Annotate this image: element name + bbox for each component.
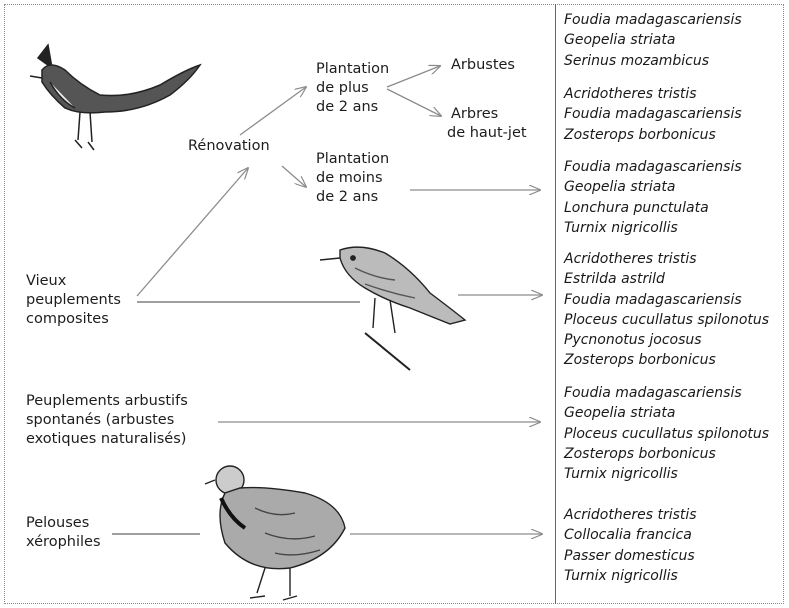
- species-name: Serinus mozambicus: [564, 51, 742, 71]
- species-name: Lonchura punctulata: [564, 198, 742, 218]
- species-name: Turnix nigricollis: [564, 218, 742, 238]
- species-name: Foudia madagascariensis: [564, 10, 742, 30]
- species-name: Ploceus cucullatus spilonotus: [564, 424, 769, 444]
- label-plantation-old: Plantation de plus de 2 ans: [316, 60, 389, 117]
- species-name: Zosterops borbonicus: [564, 125, 742, 145]
- species-name: Foudia madagascariensis: [564, 383, 769, 403]
- species-name: Turnix nigricollis: [564, 464, 769, 484]
- species-name: Collocalia francica: [564, 525, 697, 545]
- species-group-3: Foudia madagascariensis Geopelia striata…: [564, 157, 742, 238]
- species-group-2: Acridotheres tristis Foudia madagascarie…: [564, 84, 742, 145]
- species-group-6: Acridotheres tristis Collocalia francica…: [564, 505, 697, 586]
- species-name: Estrilda astrild: [564, 269, 769, 289]
- label-vieux-peuplements: Vieux peuplements composites: [26, 272, 121, 329]
- species-name: Acridotheres tristis: [564, 84, 742, 104]
- arrow-renovation-to-plantation-old: [240, 87, 306, 135]
- arrow-renovation-to-plantation-young: [282, 166, 306, 187]
- arrow-to-arbres: [387, 89, 441, 116]
- species-name: Pycnonotus jocosus: [564, 330, 769, 350]
- arrow-to-arbustes: [387, 66, 440, 87]
- species-group-4: Acridotheres tristis Estrilda astrild Fo…: [564, 249, 769, 371]
- species-name: Foudia madagascariensis: [564, 157, 742, 177]
- species-group-1: Foudia madagascariensis Geopelia striata…: [564, 10, 742, 71]
- arrow-vieux-to-renovation: [137, 168, 248, 296]
- species-name: Foudia madagascariensis: [564, 290, 769, 310]
- quail-bird-icon: [195, 458, 355, 608]
- species-name: Foudia madagascariensis: [564, 104, 742, 124]
- species-name: Zosterops borbonicus: [564, 350, 769, 370]
- perched-bird-icon: [315, 238, 470, 378]
- species-name: Passer domesticus: [564, 546, 697, 566]
- label-peuplements-spontanes: Peuplements arbustifs spontanés (arbuste…: [26, 392, 188, 449]
- species-name: Zosterops borbonicus: [564, 444, 769, 464]
- label-arbres-haut-jet: Arbres de haut-jet: [447, 105, 527, 143]
- crested-bird-icon: [20, 40, 210, 165]
- species-name: Turnix nigricollis: [564, 566, 697, 586]
- species-group-5: Foudia madagascariensis Geopelia striata…: [564, 383, 769, 484]
- label-pelouses-xerophiles: Pelouses xérophiles: [26, 514, 101, 552]
- species-name: Ploceus cucullatus spilonotus: [564, 310, 769, 330]
- species-name: Geopelia striata: [564, 403, 769, 423]
- species-name: Geopelia striata: [564, 177, 742, 197]
- label-renovation: Rénovation: [188, 137, 270, 156]
- label-arbustes: Arbustes: [451, 56, 515, 75]
- species-name: Acridotheres tristis: [564, 249, 769, 269]
- species-name: Geopelia striata: [564, 30, 742, 50]
- label-plantation-young: Plantation de moins de 2 ans: [316, 150, 389, 207]
- species-name: Acridotheres tristis: [564, 505, 697, 525]
